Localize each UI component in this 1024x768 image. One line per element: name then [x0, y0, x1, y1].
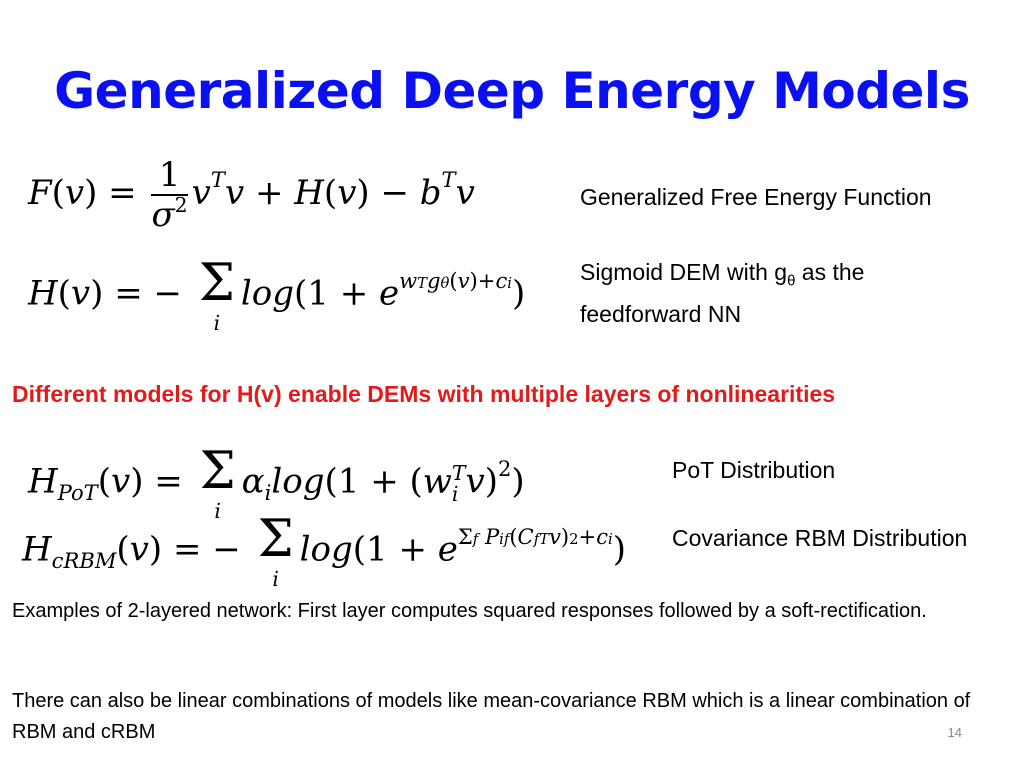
label-sigmoid-dem: Sigmoid DEM with gθ as the feedforward N…	[580, 256, 980, 331]
label-sigmoid-pre: Sigmoid DEM with g	[580, 259, 788, 285]
paragraph-two-layer: Examples of 2-layered network: First lay…	[12, 600, 927, 622]
label-free-energy: Generalized Free Energy Function	[580, 184, 932, 210]
label-sigmoid-sub: θ	[787, 272, 796, 290]
highlight-statement: Different models for H(v) enable DEMs wi…	[12, 381, 836, 407]
label-crbm: Covariance RBM Distribution	[672, 525, 968, 551]
paragraph-linear-combination: There can also be linear combinations of…	[12, 690, 971, 743]
label-pot: PoT Distribution	[672, 457, 836, 483]
page-number: 14	[947, 725, 962, 740]
slide-title: Generalized Deep Energy Models	[54, 62, 970, 120]
label-sigmoid-post: as the feedforward NN	[580, 259, 865, 327]
